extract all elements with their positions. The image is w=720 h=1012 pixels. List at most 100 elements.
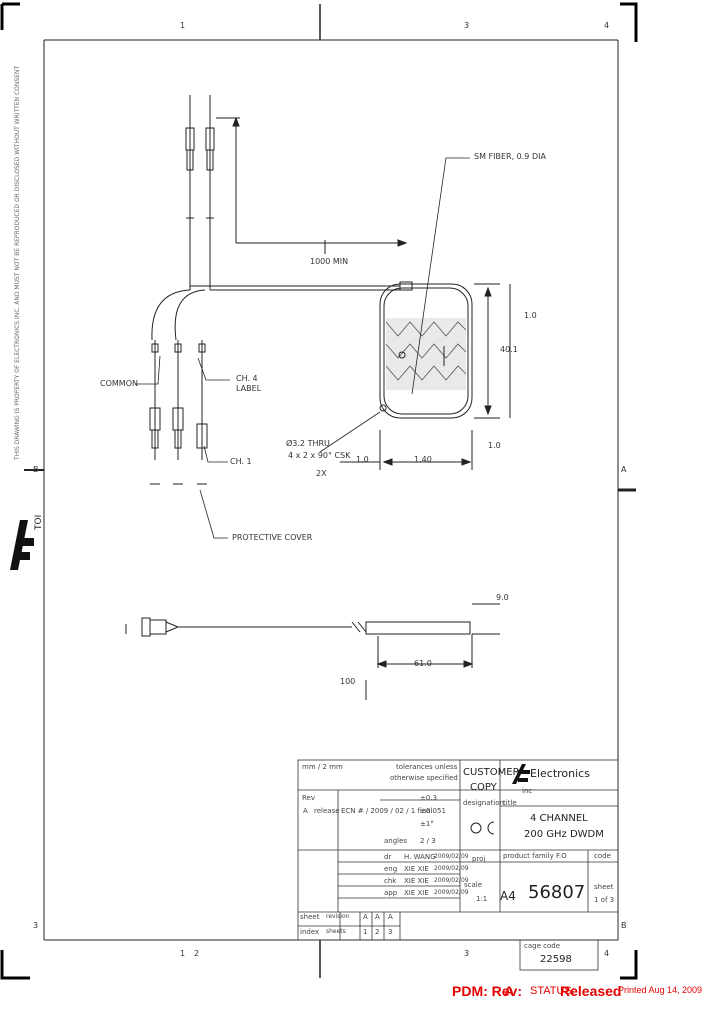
- min-length-label: 1000 MIN: [310, 257, 349, 266]
- top-fiber-connectors: [185, 95, 408, 290]
- angles-label: angles: [384, 837, 408, 845]
- date-chk: 2009/02/09: [434, 877, 469, 884]
- zone-left-b: B: [33, 465, 39, 474]
- material-note: mm / 2 mm: [302, 763, 343, 771]
- sheets-row-label: sheets: [326, 928, 346, 935]
- zone-bottom-3: 3: [464, 949, 470, 958]
- sheet-row-label: sheet: [300, 913, 320, 921]
- zone-right-a: A: [621, 465, 627, 474]
- hole-label-1: Ø3.2 THRU: [286, 439, 330, 448]
- zone-top-1: 1: [180, 21, 186, 30]
- title-block-lines: [297, 759, 619, 971]
- designation-label: designation: [463, 799, 504, 807]
- common-label: COMMON: [100, 379, 138, 388]
- date-app: 2009/02/09: [434, 889, 469, 896]
- name-dr: H. WANG: [404, 853, 436, 861]
- hole-label-3: 2X: [316, 469, 327, 478]
- zone-right-b: B: [621, 921, 627, 930]
- printed-date: Printed Aug 14, 2009: [618, 985, 703, 995]
- sheet-label: sheet: [594, 883, 614, 891]
- title-line-1: 4 CHANNEL: [530, 813, 588, 824]
- dim-overall: 100: [340, 677, 356, 686]
- dwdm-module: [340, 281, 511, 470]
- leader-lines: [135, 157, 470, 539]
- name-app: XIE XIE: [404, 889, 429, 897]
- tol-value-3: ±1°: [420, 820, 434, 828]
- name-chk: XIE XIE: [404, 877, 429, 885]
- index-row-label: index: [300, 928, 320, 936]
- rev-num-1: A: [363, 913, 368, 921]
- side-view: [125, 603, 500, 700]
- side-logo-icon: [10, 520, 34, 570]
- dim-length: 61.0: [414, 659, 432, 668]
- scale-value: 1:1: [476, 895, 488, 903]
- part-family-label: product family: [503, 852, 554, 860]
- sheet-value: 1 of 3: [594, 896, 615, 904]
- ecn-text: ECN # / 2009 / 02 / 1 final: [341, 807, 433, 815]
- side-disclaimer-text: THIS DRAWING IS PROPERTY OF ELECTRONICS …: [14, 65, 21, 460]
- customer-label: CUSTOMER: [463, 767, 520, 778]
- rev-num-2: A: [375, 913, 380, 921]
- cage-value: 22598: [540, 954, 572, 965]
- connector-label: CH. 1: [230, 457, 252, 466]
- drawing-number: 56807: [528, 882, 586, 903]
- dim-left: 1.0: [356, 455, 369, 464]
- role-eng: eng: [384, 865, 398, 873]
- hole-label-2: 4 x 2 x 90° CSK: [288, 451, 351, 460]
- date-eng: 2009/02/09: [434, 865, 469, 872]
- tol-value-1: ±0.3: [420, 794, 437, 802]
- zone-top-2: 3: [464, 21, 470, 30]
- protective-cover-label: PROTECTIVE COVER: [232, 533, 313, 542]
- company-name: Electronics: [530, 767, 590, 780]
- dim-h2: 40.1: [500, 345, 518, 354]
- pdm-label: PDM: Rev:: [452, 983, 523, 999]
- zone-bottom-1: 1: [180, 949, 186, 958]
- name-eng: XIE XIE: [404, 865, 429, 873]
- pdm-rev: A: [504, 983, 515, 999]
- status-value: Released: [560, 983, 622, 999]
- side-logo-letters: TOI: [34, 514, 44, 530]
- zone-bottom-4: 4: [604, 949, 610, 958]
- part-family-value: F.O: [556, 852, 567, 860]
- zone-top-3: 4: [604, 21, 610, 30]
- company-sub: inc: [522, 787, 533, 795]
- dim-h1: 1.0: [524, 311, 537, 320]
- sheet-num-2: 2: [375, 928, 380, 936]
- company-logo-icon: [512, 764, 530, 784]
- scale-label: scale: [464, 881, 483, 889]
- title-label: title: [503, 799, 517, 807]
- rev-desc: release: [314, 807, 340, 815]
- tolerance-line-1: tolerances unless: [396, 763, 458, 771]
- corner-marks: [0, 2, 638, 980]
- role-dr: dr: [384, 853, 392, 861]
- ce-mark-icon: [470, 821, 495, 835]
- size-label: A4: [500, 889, 516, 903]
- role-chk: chk: [384, 877, 397, 885]
- role-app: app: [384, 889, 398, 897]
- dim-side: 9.0: [496, 593, 509, 602]
- sheet-num-1: 1: [363, 928, 368, 936]
- proj-label: proj: [472, 855, 486, 863]
- copy-label: COPY: [470, 782, 497, 793]
- angles-value: 2 / 3: [420, 837, 436, 845]
- zone-bottom-2: 2: [194, 949, 200, 958]
- dim-mid: 1.40: [414, 455, 432, 464]
- tol-value-2: ±0.051: [420, 807, 446, 815]
- fiber-label: SM FIBER, 0.9 DIA: [474, 152, 546, 161]
- zone-left-3: 3: [33, 921, 39, 930]
- rev-header: Rev: [302, 794, 315, 802]
- fiber-bundle: [149, 285, 400, 485]
- dim-right: 1.0: [488, 441, 501, 450]
- sheet-num-3: 3: [388, 928, 393, 936]
- revision-row-label: revision: [326, 913, 350, 920]
- title-line-2: 200 GHz DWDM: [524, 829, 604, 840]
- rev-num-3: A: [388, 913, 393, 921]
- date-dr: 2009/02/09: [434, 853, 469, 860]
- status-label: STATUS:: [530, 985, 575, 997]
- code-label: code: [594, 852, 611, 860]
- rev-value: A: [303, 807, 308, 815]
- channel-label: CH. 4 LABEL: [236, 374, 262, 394]
- cage-label: cage code: [524, 942, 560, 950]
- tolerance-line-2: otherwise specified: [390, 774, 458, 782]
